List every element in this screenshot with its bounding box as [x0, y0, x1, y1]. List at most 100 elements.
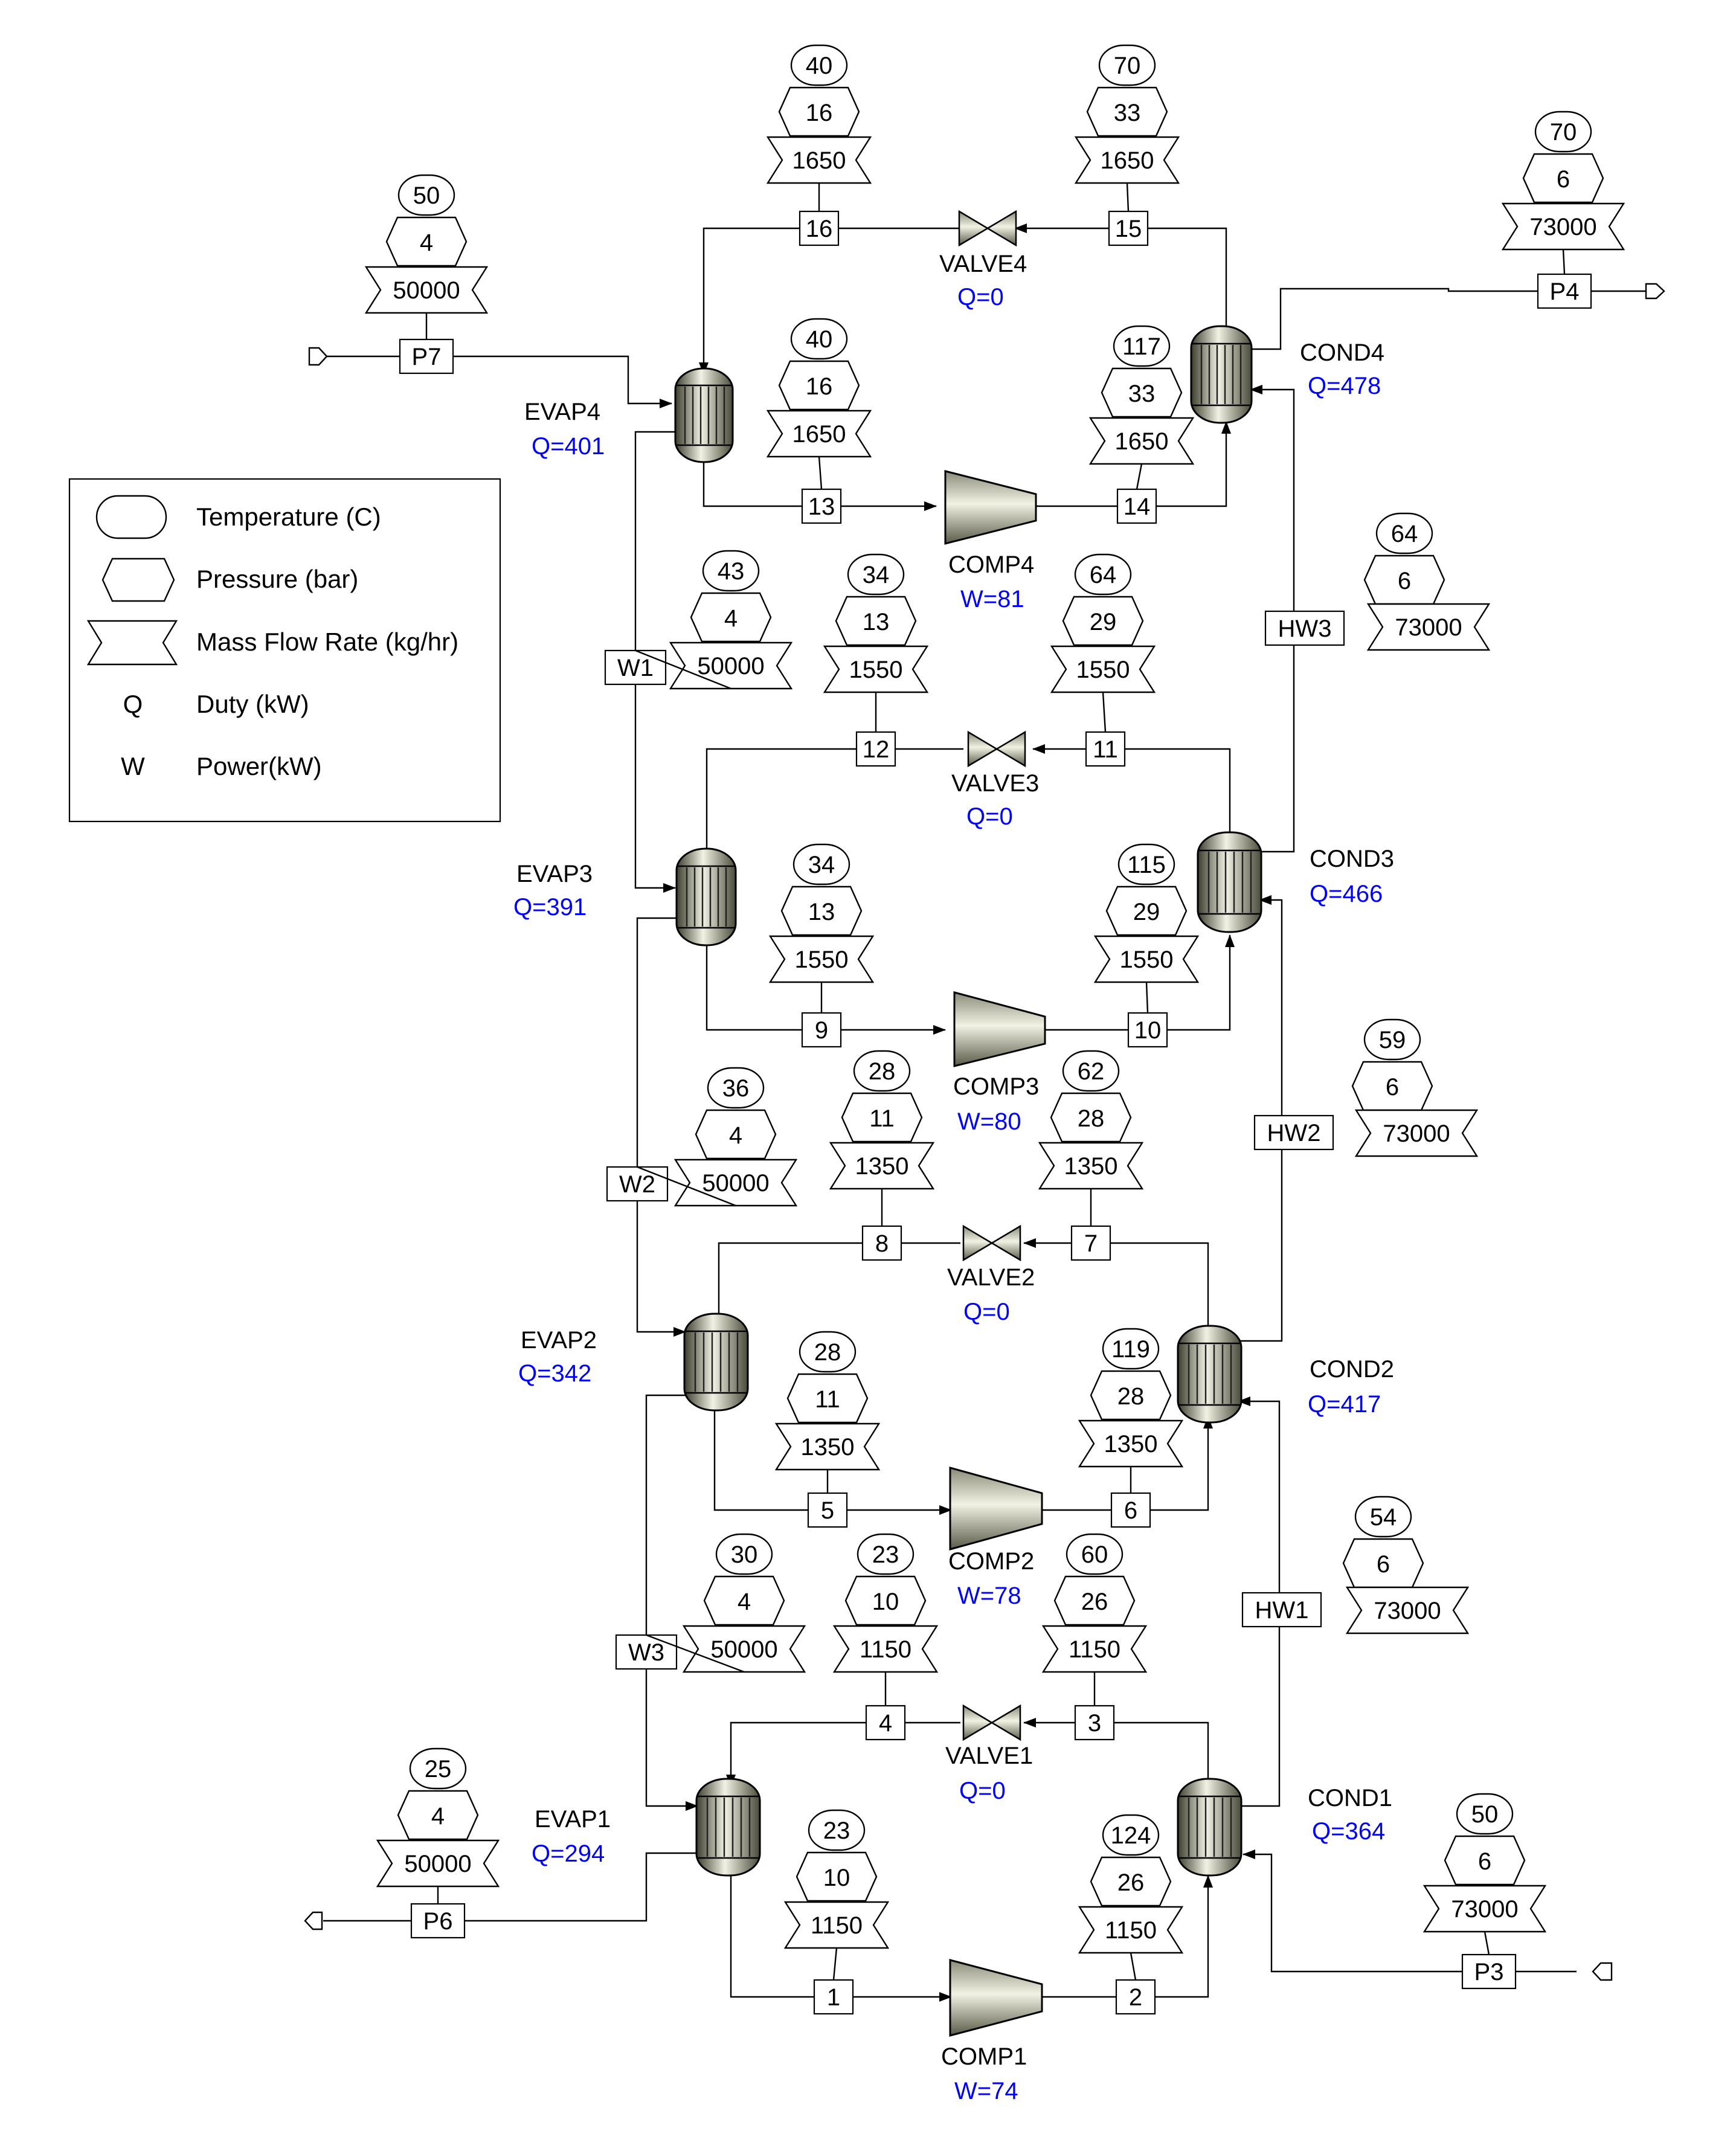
stream-tag-p7[interactable]: P7	[399, 338, 454, 374]
comp4-compressor-icon[interactable]	[944, 470, 1037, 545]
stream-tag-8[interactable]: 8	[861, 1225, 902, 1261]
evap1-vessel-icon[interactable]	[695, 1778, 761, 1877]
stream-temperature: 28	[869, 1058, 896, 1085]
cond4[interactable]	[1190, 325, 1253, 424]
cond2[interactable]	[1177, 1325, 1243, 1424]
stream-tag-label: 1	[827, 1984, 840, 2011]
stream-tag-w3[interactable]: W3	[615, 1634, 678, 1670]
temperature-oval-icon	[1117, 843, 1175, 885]
comp1-compressor-icon[interactable]	[949, 1959, 1043, 2037]
valve2-duty: Q=0	[963, 1299, 1010, 1325]
stream-tag-5[interactable]: 5	[807, 1492, 848, 1528]
cond4-vessel-icon[interactable]	[1190, 325, 1253, 424]
stream-tag-16[interactable]: 16	[799, 210, 840, 246]
pressure-hexagon-icon	[385, 216, 468, 267]
stream-tag-box[interactable]	[1264, 610, 1345, 646]
valve2-icon[interactable]	[962, 1224, 1021, 1262]
stream-tag-box[interactable]	[1085, 731, 1126, 767]
stream-tag-box[interactable]	[1116, 488, 1157, 524]
stream-tag-box[interactable]	[1241, 1592, 1322, 1628]
stream-tag-box[interactable]	[807, 1492, 848, 1528]
comp3-power: W=80	[957, 1108, 1021, 1135]
stream-tag-10[interactable]: 10	[1127, 1012, 1168, 1048]
stream-tag-p4[interactable]: P4	[1537, 273, 1592, 309]
valve4-icon[interactable]	[958, 210, 1017, 247]
stream-tag-box[interactable]	[615, 1634, 678, 1670]
pressure-hexagon-icon	[1101, 367, 1183, 418]
stream-tag-box[interactable]	[801, 488, 842, 524]
cond1[interactable]	[1177, 1778, 1243, 1877]
stream-temperature: 70	[1114, 53, 1141, 79]
cond3-vessel-icon[interactable]	[1197, 831, 1262, 933]
stream-tag-13[interactable]: 13	[801, 488, 842, 524]
cond3-label: COND3	[1310, 846, 1394, 872]
stream-mass-flow: 1350	[801, 1434, 855, 1461]
stream-tag-box[interactable]	[1070, 1225, 1111, 1261]
stream-tag-w2[interactable]: W2	[606, 1166, 669, 1202]
stream-tag-2[interactable]: 2	[1115, 1979, 1156, 2015]
pressure-hexagon-icon	[1086, 86, 1168, 137]
stream-tag-box[interactable]	[1253, 1114, 1334, 1151]
evap4-vessel-icon[interactable]	[674, 367, 734, 463]
result-connector	[1102, 692, 1107, 733]
stream-pressure: 16	[806, 373, 833, 400]
stream-tag-box[interactable]	[1461, 1953, 1517, 1990]
stream-tag-7[interactable]: 7	[1070, 1225, 1111, 1261]
stream-tag-box[interactable]	[410, 1903, 466, 1939]
stream-tag-box[interactable]	[799, 210, 840, 246]
stream-tag-15[interactable]: 15	[1108, 210, 1149, 246]
evap3[interactable]	[675, 847, 737, 946]
stream-tag-hw2[interactable]: HW2	[1253, 1114, 1334, 1151]
temperature-oval-icon	[1456, 1793, 1514, 1835]
stream-tag-label: 12	[863, 736, 890, 763]
stream-tag-w1[interactable]: W1	[604, 649, 667, 686]
valve3-icon[interactable]	[967, 730, 1026, 768]
evap2[interactable]	[683, 1313, 749, 1412]
evap1[interactable]	[695, 1778, 761, 1877]
evap2-vessel-icon[interactable]	[683, 1313, 749, 1412]
stream-tag-p6[interactable]: P6	[410, 1903, 466, 1939]
stream-tag-box[interactable]	[1110, 1492, 1151, 1528]
stream-tag-box[interactable]	[1127, 1012, 1168, 1048]
stream-tag-6[interactable]: 6	[1110, 1492, 1151, 1528]
stream-tag-1[interactable]: 1	[813, 1979, 854, 2015]
stream-tag-12[interactable]: 12	[855, 731, 896, 767]
cond1-vessel-icon[interactable]	[1177, 1778, 1243, 1877]
comp3-compressor-icon[interactable]	[953, 991, 1046, 1067]
stream-tag-box[interactable]	[1115, 1979, 1156, 2015]
stream-tag-box[interactable]	[865, 1705, 906, 1741]
stream-mass-flow: 1350	[1104, 1431, 1158, 1457]
stream-tag-4[interactable]: 4	[865, 1705, 906, 1741]
stream-tag-11[interactable]: 11	[1085, 731, 1126, 767]
stream-tag-box[interactable]	[801, 1012, 842, 1048]
mass-flow-box-icon	[1078, 1419, 1184, 1468]
stream-temperature: 23	[823, 1817, 850, 1844]
stream-tag-hw3[interactable]: HW3	[1264, 610, 1345, 646]
stream-tag-box[interactable]	[1074, 1705, 1115, 1741]
evap3-vessel-icon[interactable]	[675, 847, 737, 946]
stream-tag-14[interactable]: 14	[1116, 488, 1157, 524]
stream-tag-box[interactable]	[399, 338, 454, 374]
stream-mass-flow: 1550	[1120, 946, 1174, 973]
stream-tag-box[interactable]	[861, 1225, 902, 1261]
cond2-vessel-icon[interactable]	[1177, 1325, 1243, 1424]
cond3[interactable]	[1197, 831, 1262, 933]
stream-tag-box[interactable]	[604, 649, 667, 686]
valve1-icon[interactable]	[962, 1704, 1021, 1741]
stream-pressure: 10	[823, 1865, 850, 1891]
stream-tag-3[interactable]: 3	[1074, 1705, 1115, 1741]
stream-mass-flow: 73000	[1374, 1598, 1441, 1624]
stream-tag-p3[interactable]: P3	[1461, 1953, 1517, 1990]
stream-tag-hw1[interactable]: HW1	[1241, 1592, 1322, 1628]
stream-tag-box[interactable]	[1537, 273, 1592, 309]
mass-flow-box-icon	[1041, 1625, 1148, 1673]
stream-tag-9[interactable]: 9	[801, 1012, 842, 1048]
evap4[interactable]	[674, 367, 734, 463]
stream-temperature: 30	[731, 1541, 758, 1568]
comp2-compressor-icon[interactable]	[949, 1467, 1043, 1551]
stream-tag-box[interactable]	[1108, 210, 1149, 246]
